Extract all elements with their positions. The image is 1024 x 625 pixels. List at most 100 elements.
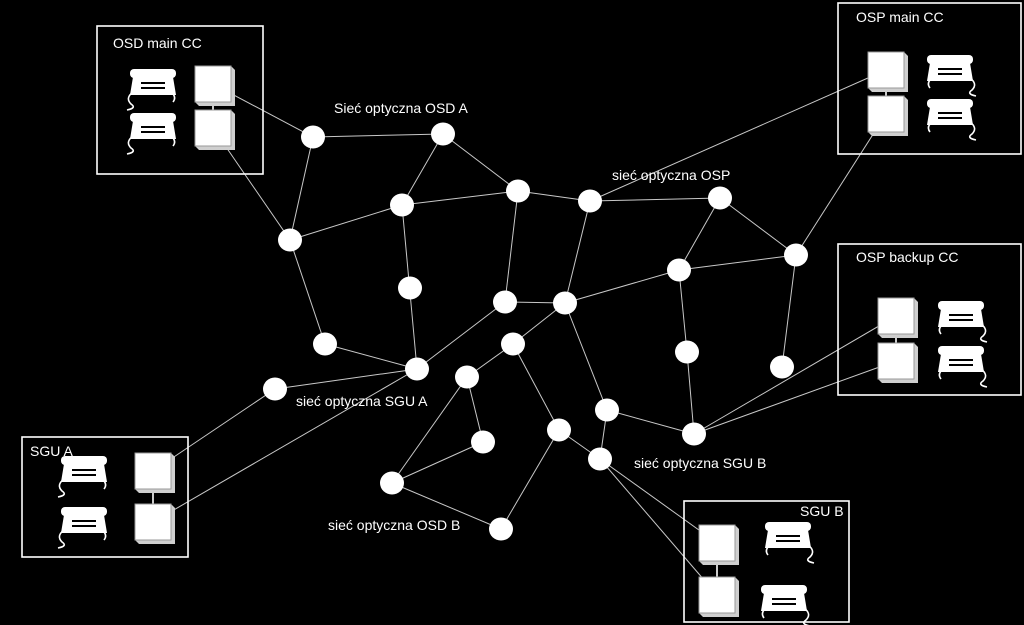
network-label-sgu-b: sieć optyczna SGU B <box>634 455 766 471</box>
telephone-icon <box>126 113 176 155</box>
network-node <box>682 422 706 446</box>
osd-main-cc-label: OSD main CC <box>113 35 202 51</box>
network-node <box>588 447 612 471</box>
network-node <box>784 243 808 267</box>
telephone-icon <box>57 456 107 498</box>
telephone-icon <box>927 55 977 97</box>
network-link <box>391 376 468 484</box>
network-link <box>693 315 897 435</box>
network-node <box>489 517 513 541</box>
network-node <box>405 357 429 381</box>
network-node <box>578 189 602 213</box>
network-node <box>278 228 302 252</box>
network-link <box>274 368 418 390</box>
osp-main-cc-label: OSP main CC <box>856 9 944 25</box>
telephone-icon <box>927 99 977 141</box>
network-label-osd-a: Sieć optyczna OSD A <box>334 100 469 116</box>
network-node <box>501 332 525 356</box>
network-link <box>795 113 887 256</box>
network-link <box>391 482 502 530</box>
network-link <box>289 239 326 345</box>
server-icon <box>877 297 918 338</box>
network-link <box>599 458 718 596</box>
server-icon <box>698 576 739 617</box>
telephone-icon <box>765 522 815 564</box>
network-link <box>289 136 314 241</box>
network-node <box>263 377 287 401</box>
sgu-b: SGU B <box>683 500 850 623</box>
network-link <box>517 190 591 202</box>
network-nodes <box>263 122 808 541</box>
network-node <box>595 398 619 422</box>
network-node <box>455 365 479 389</box>
network-node <box>547 418 571 442</box>
network-node <box>301 125 325 149</box>
osp-backup-cc-label: OSP backup CC <box>856 249 958 265</box>
network-link <box>599 458 718 544</box>
server-icon <box>698 524 739 565</box>
network-node <box>380 471 404 495</box>
server-icon <box>877 342 918 383</box>
telephone-icon <box>938 346 988 388</box>
network-node <box>390 193 414 217</box>
network-link <box>500 429 560 530</box>
sgu-b-frame <box>683 500 850 623</box>
network-node <box>431 122 455 146</box>
network-link <box>678 269 688 353</box>
network-link <box>678 254 797 271</box>
network-link <box>442 133 519 192</box>
network-node <box>398 276 422 300</box>
osd-main-cc-frame <box>96 25 264 175</box>
network-node <box>708 186 732 210</box>
osp-main-cc-frame <box>837 2 1022 155</box>
network-link <box>686 351 695 435</box>
sgu-a-label: SGU A <box>30 443 73 459</box>
network-link <box>324 343 418 370</box>
network-node <box>667 258 691 282</box>
network-links <box>152 69 897 596</box>
network-link <box>512 343 560 431</box>
network-link <box>606 409 695 435</box>
network-link <box>564 200 591 304</box>
network-node <box>313 332 337 356</box>
telephone-icon <box>57 507 107 549</box>
server-group <box>134 51 918 617</box>
sgu-a-frame <box>21 436 189 558</box>
network-link <box>719 197 797 256</box>
network-link <box>564 302 608 411</box>
server-icon <box>194 109 235 150</box>
network-link <box>564 269 680 304</box>
network-link <box>416 301 506 370</box>
osp-main-cc: OSP main CC <box>837 2 1022 155</box>
network-node <box>471 430 495 454</box>
network-link <box>401 133 444 206</box>
server-icon <box>194 65 235 106</box>
network-link <box>152 368 418 523</box>
phone-group <box>57 55 988 625</box>
osp-backup-cc-frame <box>837 243 1022 396</box>
network-link <box>589 69 887 202</box>
network-link <box>504 190 519 303</box>
server-icon <box>134 452 175 493</box>
osp-backup-cc: OSP backup CC <box>837 243 1022 396</box>
sgu-a: SGU A <box>21 436 189 558</box>
network-node <box>493 290 517 314</box>
sgu-b-label: SGU B <box>800 503 844 519</box>
network-node <box>770 355 794 379</box>
network-node <box>506 179 530 203</box>
network-label-osp: sieć optyczna OSP <box>612 167 730 183</box>
server-icon <box>867 95 908 136</box>
network-label-osd-b: sieć optyczna OSD B <box>328 517 460 533</box>
network-link <box>678 197 721 271</box>
network-link <box>589 197 721 202</box>
telephone-icon <box>126 69 176 111</box>
network-link <box>289 204 403 241</box>
network-link <box>391 441 484 484</box>
network-link <box>312 133 444 138</box>
network-label-sgu-a: sieć optyczna SGU A <box>296 393 428 409</box>
telephone-icon <box>761 585 810 625</box>
osd-main-cc: OSD main CC <box>96 25 264 175</box>
network-link <box>781 254 797 368</box>
network-link <box>401 190 519 206</box>
